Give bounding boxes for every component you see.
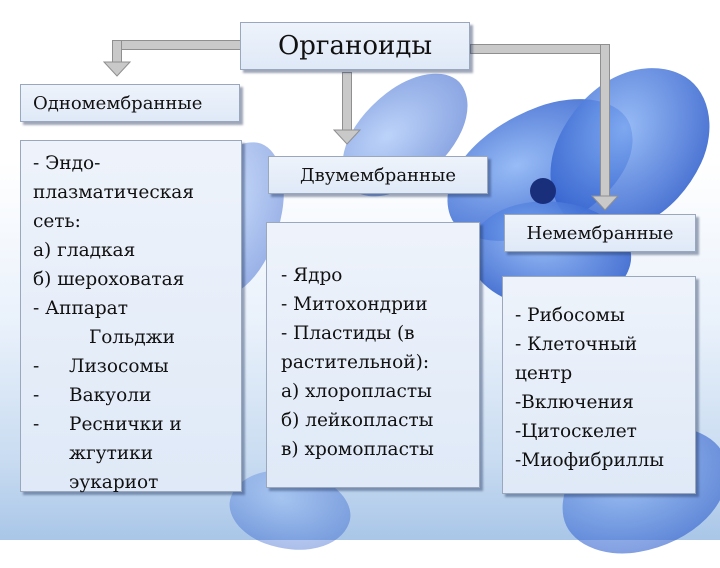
single-membrane-label: Одномембранные — [20, 84, 240, 122]
list-item: плазматическая — [33, 182, 194, 203]
list-item: в) хромопласты — [281, 439, 434, 460]
list-dash: - — [33, 414, 40, 435]
list-item: -Цитоскелет — [515, 421, 637, 442]
non-membrane-label: Немембранные — [504, 214, 696, 252]
list-item: центр — [515, 363, 573, 384]
list-item: - Реснички и — [33, 410, 233, 439]
list-item: -Включения — [515, 392, 634, 413]
list-dash: - — [33, 356, 40, 377]
double-membrane-list: - Ядро - Митохондрии - Пластиды (в расти… — [266, 222, 480, 488]
list-item: - Лизосомы — [33, 352, 233, 381]
single-membrane-list: - Эндо- плазматическая сеть: а) гладкая … — [20, 140, 242, 493]
double-membrane-label: Двумембранные — [268, 156, 488, 194]
list-dash: - — [33, 385, 40, 406]
list-item: б) шероховатая — [33, 269, 185, 290]
non-membrane-list: - Рибосомы - Клеточный центр -Включения … — [502, 276, 696, 494]
list-item: - Аппарат — [33, 298, 128, 319]
list-item: - Вакуоли — [33, 381, 233, 410]
list-item: сеть: — [33, 211, 81, 232]
list-item: Гольджи — [89, 327, 175, 348]
arrow-down-icon — [102, 61, 132, 77]
list-item: эукариот — [69, 472, 159, 493]
list-item: а) гладкая — [33, 240, 136, 261]
list-item: -Миофибриллы — [515, 450, 665, 471]
list-item: б) лейкопласты — [281, 410, 434, 431]
arrow-down-icon — [332, 129, 362, 145]
list-item-text: Лизосомы — [69, 356, 169, 377]
list-item: растительной): — [281, 352, 430, 373]
list-item: - Эндо- — [33, 153, 101, 174]
list-item: жгутики — [69, 443, 154, 464]
list-item-text: Реснички и — [69, 414, 182, 435]
diagram-title: Органоиды — [240, 22, 470, 70]
list-item: - Митохондрии — [281, 294, 428, 315]
list-item: - Клеточный — [515, 334, 638, 355]
list-item: - Пластиды (в — [281, 323, 415, 344]
arrow-down-icon — [590, 195, 620, 211]
list-item: - Рибосомы — [515, 305, 625, 326]
list-item-text: Вакуоли — [69, 385, 152, 406]
list-item: а) хлоропласты — [281, 381, 432, 402]
list-item: - Ядро — [281, 265, 343, 286]
